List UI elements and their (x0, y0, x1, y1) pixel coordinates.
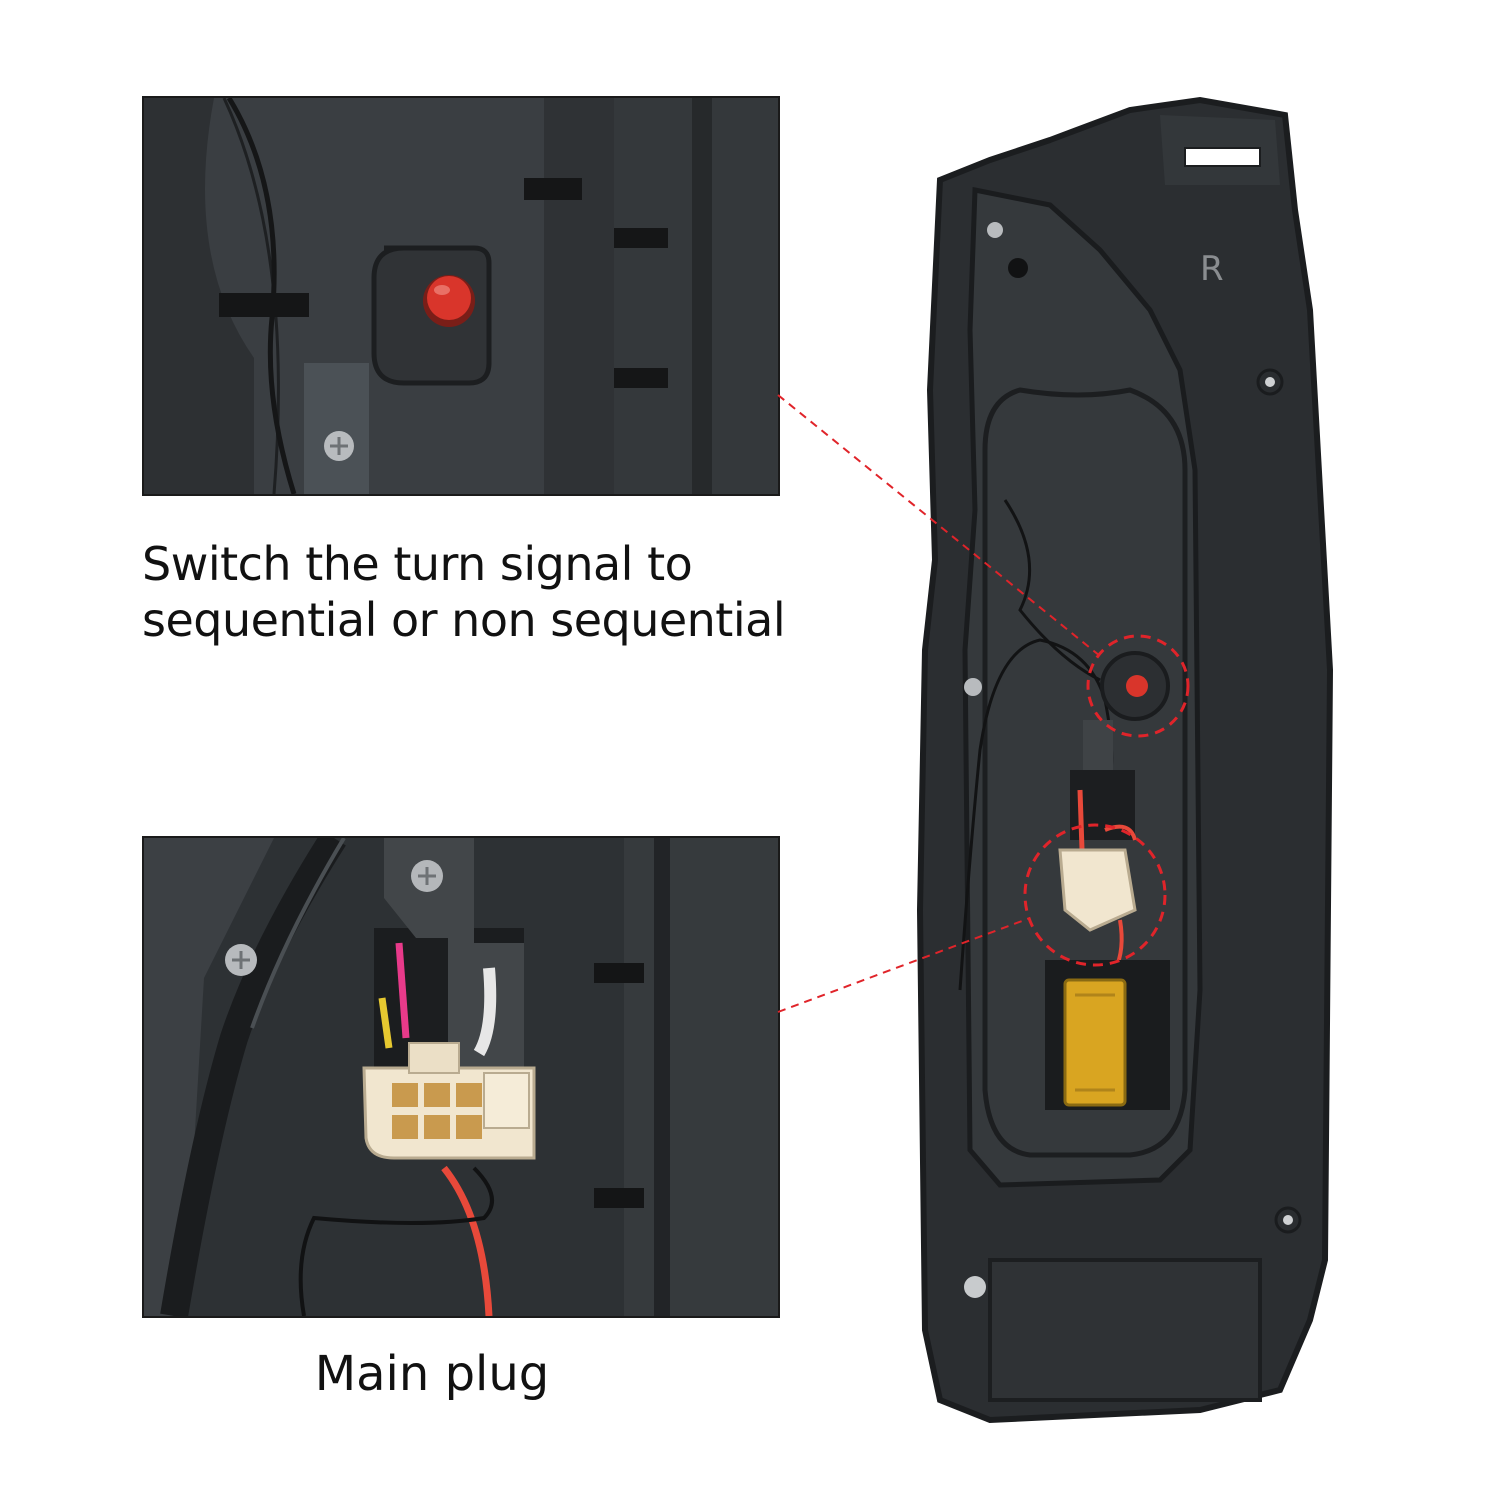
tail-light-housing-photo: R (916, 96, 1334, 1424)
switch-closeup-photo (144, 98, 778, 494)
switch-caption-line-1: Switch the turn signal to (142, 537, 693, 591)
switch-caption-line-2: sequential or non sequential (142, 593, 786, 647)
housing-side-letter: R (1200, 249, 1224, 289)
six-pin-connector-icon (362, 1042, 536, 1160)
switch-caption: Switch the turn signal to sequential or … (142, 536, 802, 648)
tail-light-housing: R (900, 90, 1340, 1430)
main-plug-closeup-inset (142, 836, 780, 1318)
main-plug-closeup-photo (144, 838, 778, 1316)
switch-closeup-inset (142, 96, 780, 496)
main-plug-caption: Main plug (314, 1346, 550, 1402)
housing-switch-button (1126, 675, 1148, 697)
red-push-button-icon (423, 275, 475, 327)
